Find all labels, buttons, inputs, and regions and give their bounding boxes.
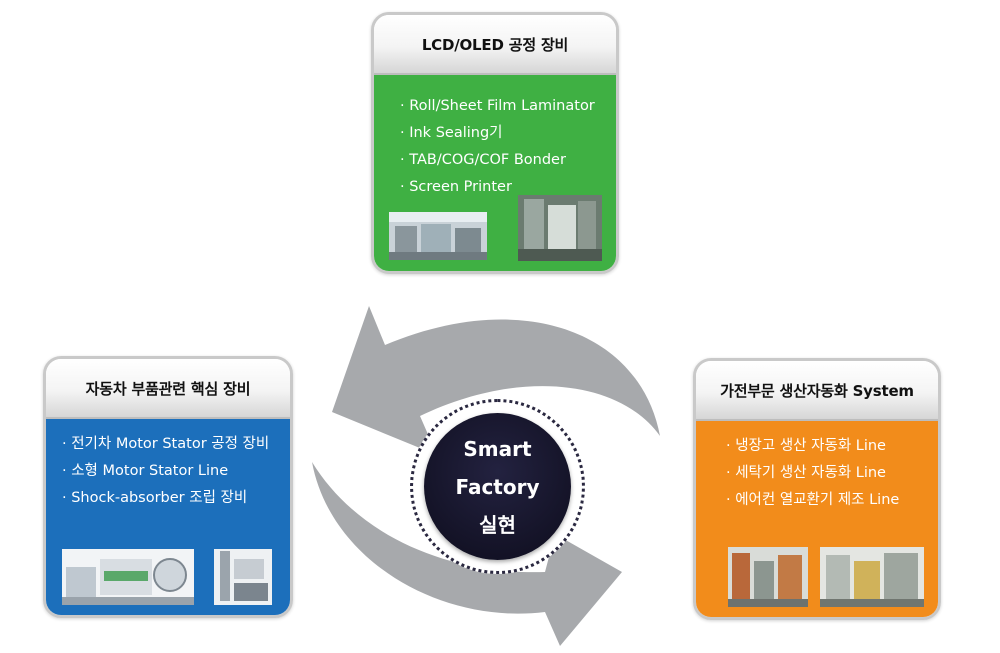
- smart-factory-center: Smart Factory 실현: [424, 413, 571, 560]
- list-item: Shock-absorber 조립 장비: [62, 485, 290, 512]
- list-item: 세탁기 생산 자동화 Line: [726, 460, 938, 487]
- center-line-1: Smart: [463, 436, 532, 461]
- item-list: Roll/Sheet Film Laminator Ink Sealing기 T…: [400, 93, 616, 201]
- list-item: TAB/COG/COF Bonder: [400, 147, 616, 174]
- card-title: 가전부문 생산자동화 System: [696, 361, 938, 421]
- card-body: 냉장고 생산 자동화 Line 세탁기 생산 자동화 Line 에어컨 열교환기…: [696, 421, 938, 617]
- upper-cycle-arrow: [332, 306, 660, 455]
- list-item: Roll/Sheet Film Laminator: [400, 93, 616, 120]
- center-line-2: Factory: [455, 474, 540, 499]
- cleanroom-photo: [389, 212, 487, 260]
- list-item: 소형 Motor Stator Line: [62, 458, 290, 485]
- automotive-parts-equipment-card: 자동차 부품관련 핵심 장비 전기차 Motor Stator 공정 장비 소형…: [43, 356, 293, 618]
- center-line-3: 실현: [479, 512, 516, 537]
- card-body: 전기차 Motor Stator 공정 장비 소형 Motor Stator L…: [46, 419, 290, 615]
- list-item: Ink Sealing기: [400, 120, 616, 147]
- list-item: Screen Printer: [400, 174, 616, 201]
- aircon-line-photo: [820, 547, 924, 607]
- lcd-oled-equipment-card: LCD/OLED 공정 장비 Roll/Sheet Film Laminator…: [371, 12, 619, 274]
- list-item: 냉장고 생산 자동화 Line: [726, 433, 938, 460]
- card-body: Roll/Sheet Film Laminator Ink Sealing기 T…: [374, 75, 616, 271]
- card-title: 자동차 부품관련 핵심 장비: [46, 359, 290, 419]
- lower-cycle-arrow: [312, 462, 622, 646]
- home-appliance-automation-card: 가전부문 생산자동화 System 냉장고 생산 자동화 Line 세탁기 생산…: [693, 358, 941, 620]
- card-title: LCD/OLED 공정 장비: [374, 15, 616, 75]
- refrigerator-line-photo: [728, 547, 808, 607]
- machine-photo: [518, 195, 602, 261]
- shock-absorber-machine-photo: [214, 549, 272, 605]
- item-list: 냉장고 생산 자동화 Line 세탁기 생산 자동화 Line 에어컨 열교환기…: [726, 433, 938, 514]
- list-item: 전기차 Motor Stator 공정 장비: [62, 431, 290, 458]
- list-item: 에어컨 열교환기 제조 Line: [726, 487, 938, 514]
- stator-line-photo: [62, 549, 194, 605]
- item-list: 전기차 Motor Stator 공정 장비 소형 Motor Stator L…: [62, 431, 290, 512]
